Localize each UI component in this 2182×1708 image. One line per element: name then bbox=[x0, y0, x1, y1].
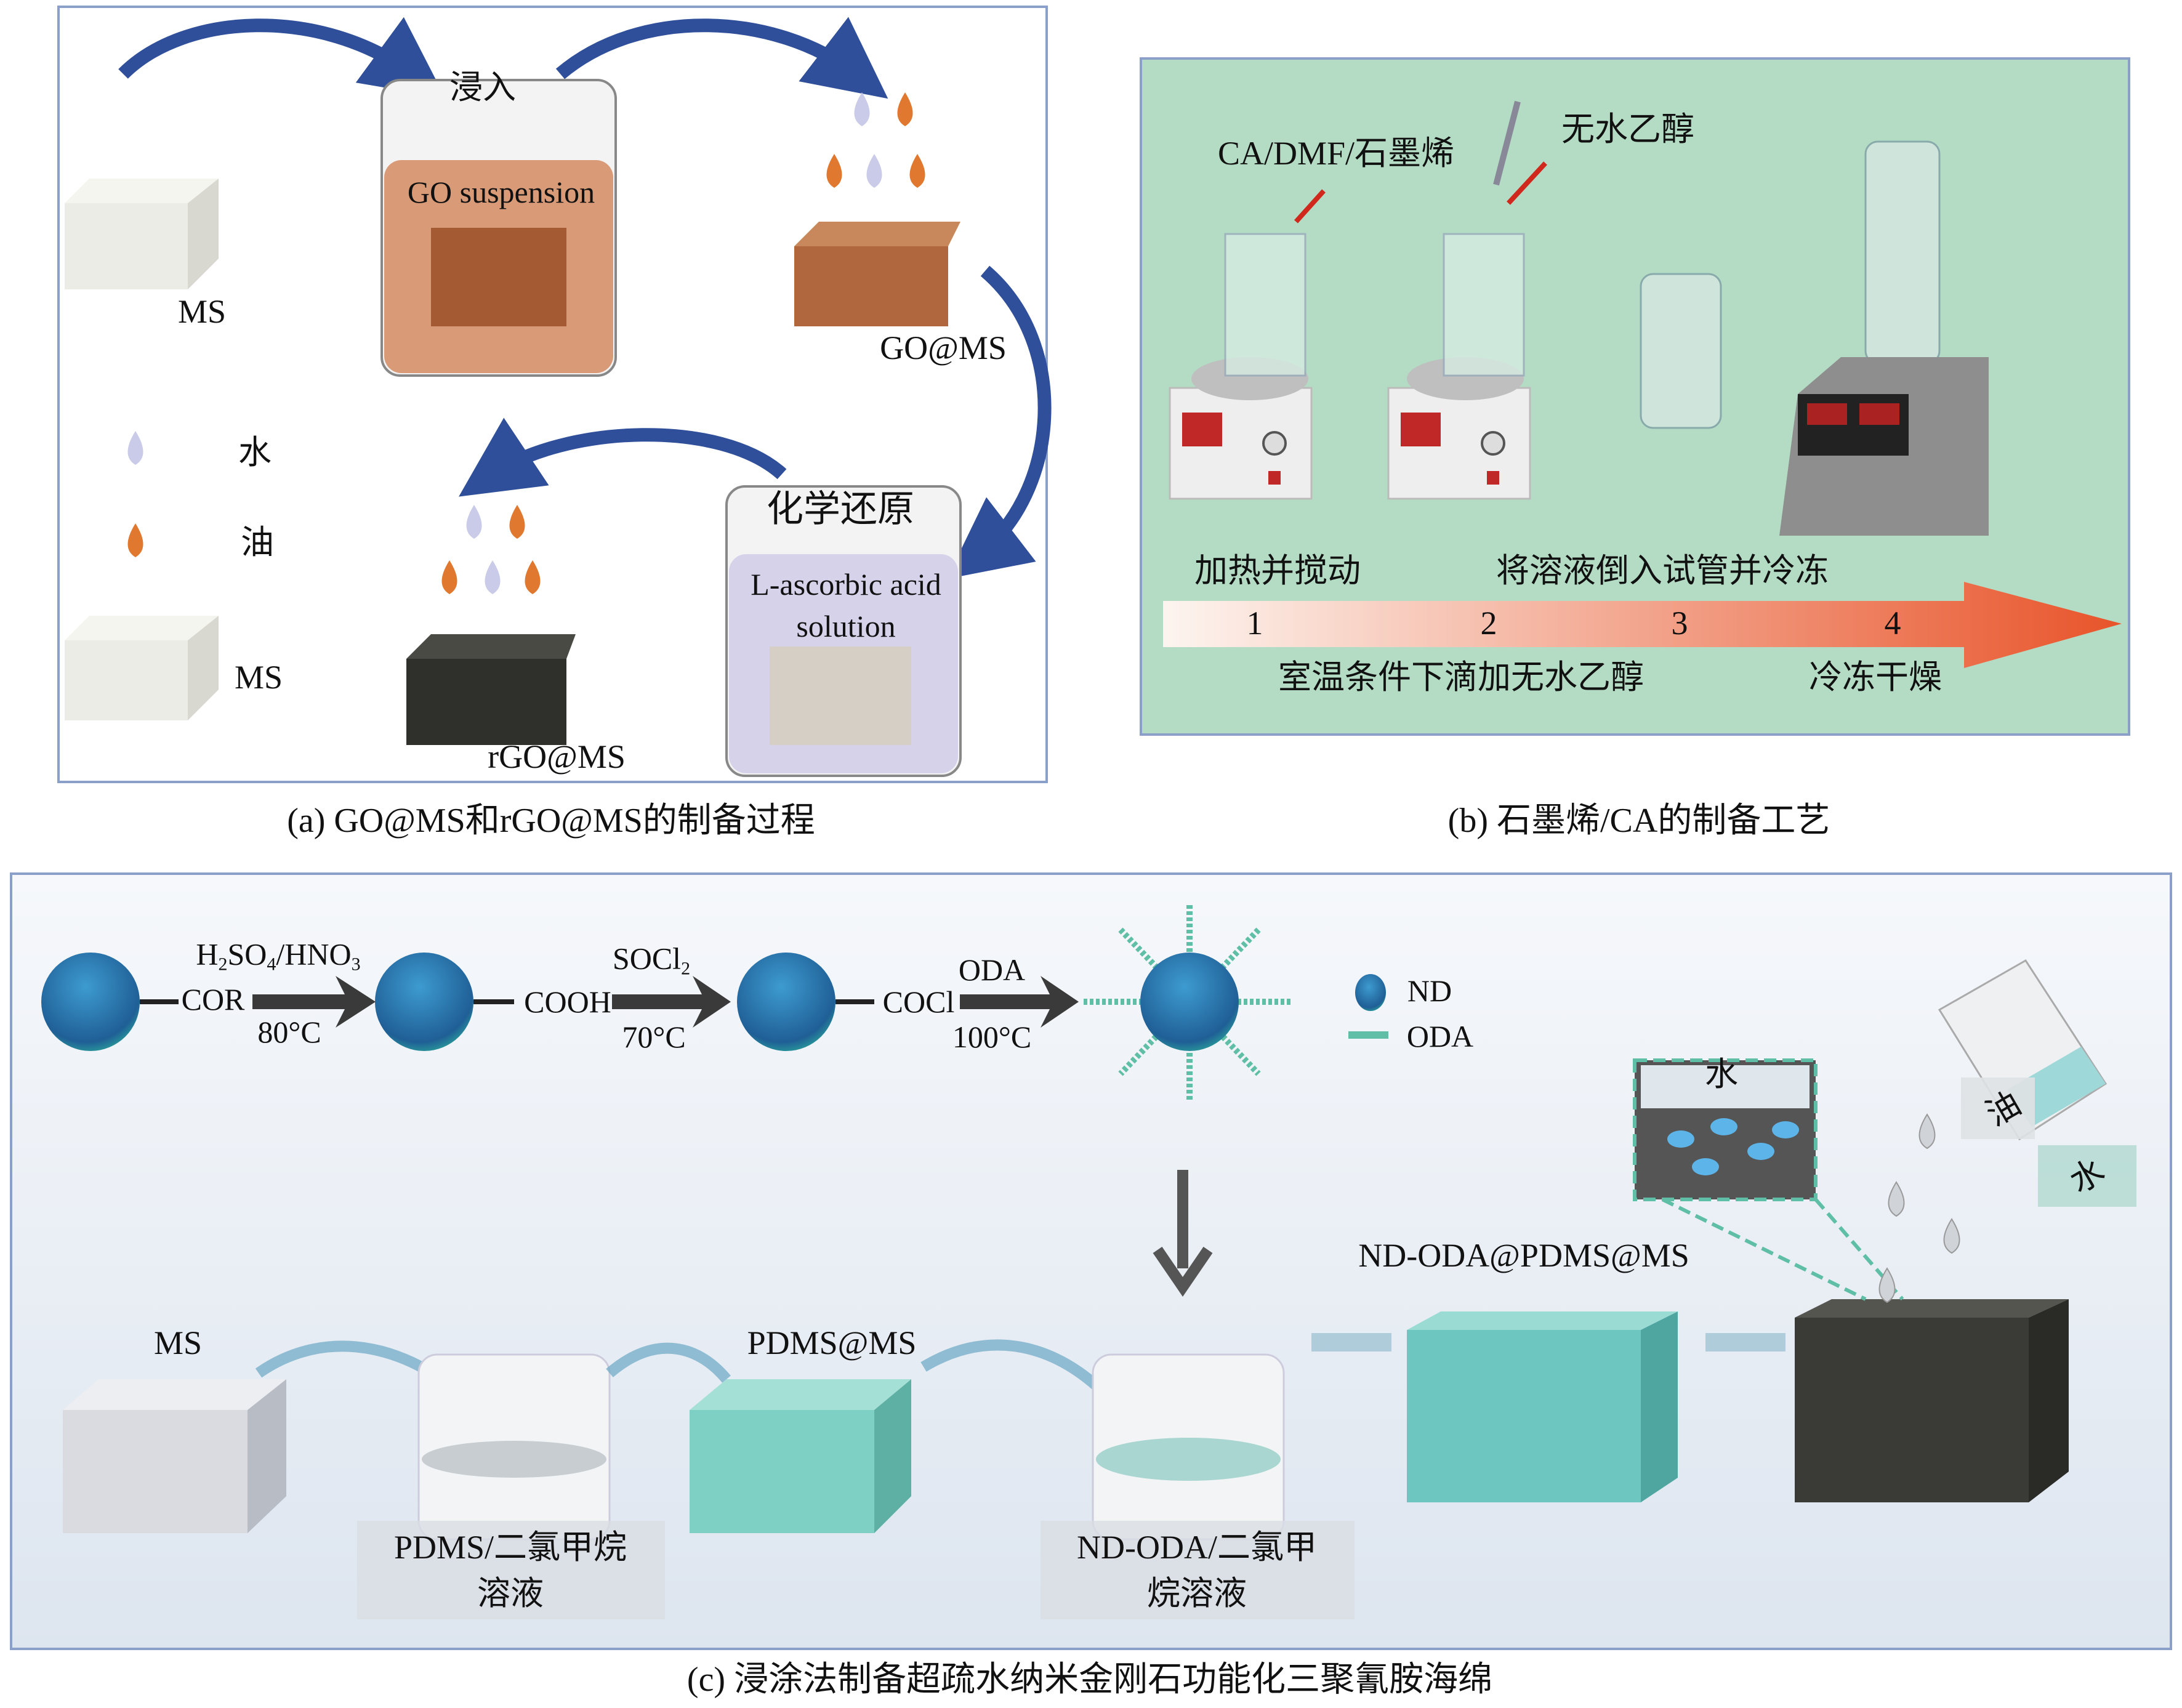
test-tube bbox=[1640, 273, 1722, 429]
beaker-1 bbox=[1224, 233, 1306, 377]
reagent-socl2: SOCl2 bbox=[612, 941, 691, 979]
bath1-line1: PDMS/二氯甲烷 bbox=[393, 1529, 627, 1566]
bath2-line2: 烷溶液 bbox=[1147, 1575, 1247, 1612]
reaction-arrow-2 bbox=[612, 976, 731, 1028]
flow-arrow-4 bbox=[459, 417, 787, 497]
nd-oda-beaker bbox=[1092, 1353, 1285, 1541]
legend-oil-label: 油 bbox=[241, 524, 274, 561]
rgo-ms-sponge bbox=[406, 634, 576, 745]
bath1-label-bg bbox=[357, 1521, 665, 1619]
label-chemical-reduction: 化学还原 bbox=[767, 489, 914, 530]
legend-nd-marker bbox=[1355, 974, 1386, 1011]
temp-100: 100°C bbox=[952, 1020, 1032, 1054]
red-arrow-2 bbox=[1507, 161, 1547, 205]
pdms-ms-sponge bbox=[690, 1379, 911, 1533]
step-number-3: 3 bbox=[1671, 605, 1688, 642]
inset-leader bbox=[1661, 1198, 1904, 1301]
water-droplets-inset bbox=[1667, 1118, 1799, 1175]
nd-particle-1 bbox=[41, 953, 140, 1051]
label-ms: MS bbox=[153, 1324, 203, 1361]
nd-oda-particle bbox=[1140, 953, 1239, 1051]
legend-oil-drop bbox=[127, 523, 143, 557]
step-heat-label: 加热并搅动 bbox=[1194, 552, 1361, 589]
label-ms-bottom: MS bbox=[234, 659, 283, 696]
temp-70: 70°C bbox=[622, 1020, 686, 1054]
label-immerse: 浸入 bbox=[449, 69, 516, 106]
syringe-icon bbox=[1493, 100, 1521, 186]
inset-label-bg bbox=[1641, 1065, 1810, 1108]
nd-particle-2 bbox=[375, 953, 473, 1051]
step-dry-label: 冷冻干燥 bbox=[1809, 659, 1942, 696]
bath2-line1: ND-ODA/二氯甲 bbox=[1077, 1529, 1317, 1566]
legend-nd-label: ND bbox=[1407, 973, 1452, 1008]
label-ms-top: MS bbox=[177, 293, 227, 330]
bath1-line2: 溶液 bbox=[477, 1575, 544, 1612]
reagent-oda: ODA bbox=[958, 953, 1026, 987]
ms-sponge-top bbox=[65, 179, 219, 289]
reagent-acid: H2SO4/HNO3 bbox=[196, 937, 361, 975]
ms-sponge-bottom bbox=[65, 616, 219, 720]
step-number-4: 4 bbox=[1884, 605, 1901, 642]
pdms-beaker bbox=[417, 1353, 611, 1541]
legend-water-drop bbox=[127, 431, 143, 465]
process-arrow bbox=[1163, 582, 2122, 668]
caption-c: (c) 浸涂法制备超疏水纳米金刚石功能化三聚氰胺海绵 bbox=[686, 1661, 1493, 1699]
bath2-label-bg bbox=[1041, 1521, 1355, 1619]
falling-drops bbox=[1878, 1113, 1960, 1303]
oil-label-bg bbox=[1961, 1078, 2035, 1139]
reaction-arrow-1 bbox=[252, 976, 376, 1028]
inset-water-label: 水 bbox=[1705, 1056, 1738, 1093]
group-cocl: COCl bbox=[882, 985, 955, 1019]
step-pour-label: 将溶液倒入试管并冷冻 bbox=[1496, 552, 1829, 589]
flow-arrow-3 bbox=[946, 265, 1052, 579]
legend-oda-label: ODA bbox=[1406, 1019, 1474, 1053]
label-solution-line1: L-ascorbic acid bbox=[751, 567, 941, 602]
label-pdms-ms: PDMS@MS bbox=[747, 1324, 917, 1361]
reduction-beaker bbox=[725, 485, 962, 777]
label-ethanol: 无水乙醇 bbox=[1561, 111, 1694, 148]
final-sponge bbox=[1795, 1299, 2069, 1502]
nd-particle-3 bbox=[737, 953, 835, 1051]
stirrer-1 bbox=[1169, 357, 1313, 500]
panel-a bbox=[57, 6, 1052, 783]
flow-arrow-c2 bbox=[606, 1342, 731, 1383]
label-rgo-ms: rGO@MS bbox=[488, 738, 626, 775]
label-go-ms: GO@MS bbox=[880, 329, 1007, 366]
down-arrow bbox=[1153, 1170, 1213, 1297]
ms-sponge-c bbox=[63, 1379, 286, 1533]
freeze-dryer bbox=[1779, 140, 1989, 536]
nd-oda-pdms-ms-sponge bbox=[1407, 1311, 1678, 1502]
panel-c bbox=[10, 872, 2172, 1650]
go-ms-sponge bbox=[794, 222, 960, 326]
flow-arrow-c3 bbox=[920, 1339, 1100, 1390]
droplets-bottom bbox=[441, 505, 541, 594]
group-cor: COR bbox=[181, 982, 245, 1017]
step-drop-label: 室温条件下滴加无水乙醇 bbox=[1278, 659, 1644, 696]
panel-b bbox=[1140, 57, 2130, 736]
label-ca-dmf: CA/DMF/石墨烯 bbox=[1217, 135, 1455, 172]
red-arrow-1 bbox=[1294, 189, 1326, 224]
caption-a: (a) GO@MS和rGO@MS的制备过程 bbox=[287, 802, 815, 840]
go-beaker bbox=[380, 79, 617, 377]
group-cooh: COOH bbox=[524, 985, 611, 1019]
water-label-bg bbox=[2038, 1145, 2136, 1207]
label-product: ND-ODA@PDMS@MS bbox=[1358, 1237, 1689, 1274]
step-number-2: 2 bbox=[1480, 605, 1497, 642]
step-number-1: 1 bbox=[1246, 605, 1263, 642]
temp-80: 80°C bbox=[257, 1015, 321, 1049]
stirrer-2 bbox=[1387, 357, 1531, 500]
label-go-suspension: GO suspension bbox=[407, 175, 595, 209]
flow-arrow-2 bbox=[555, 17, 888, 99]
flow-arrow-1 bbox=[118, 17, 446, 98]
droplets-top bbox=[826, 92, 925, 188]
legend-water-label: 水 bbox=[238, 434, 272, 471]
beaker-2 bbox=[1443, 233, 1525, 377]
caption-b: (b) 石墨烯/CA的制备工艺 bbox=[1447, 802, 1830, 840]
reaction-arrow-3 bbox=[960, 976, 1079, 1028]
label-solution-line2: solution bbox=[796, 609, 896, 643]
